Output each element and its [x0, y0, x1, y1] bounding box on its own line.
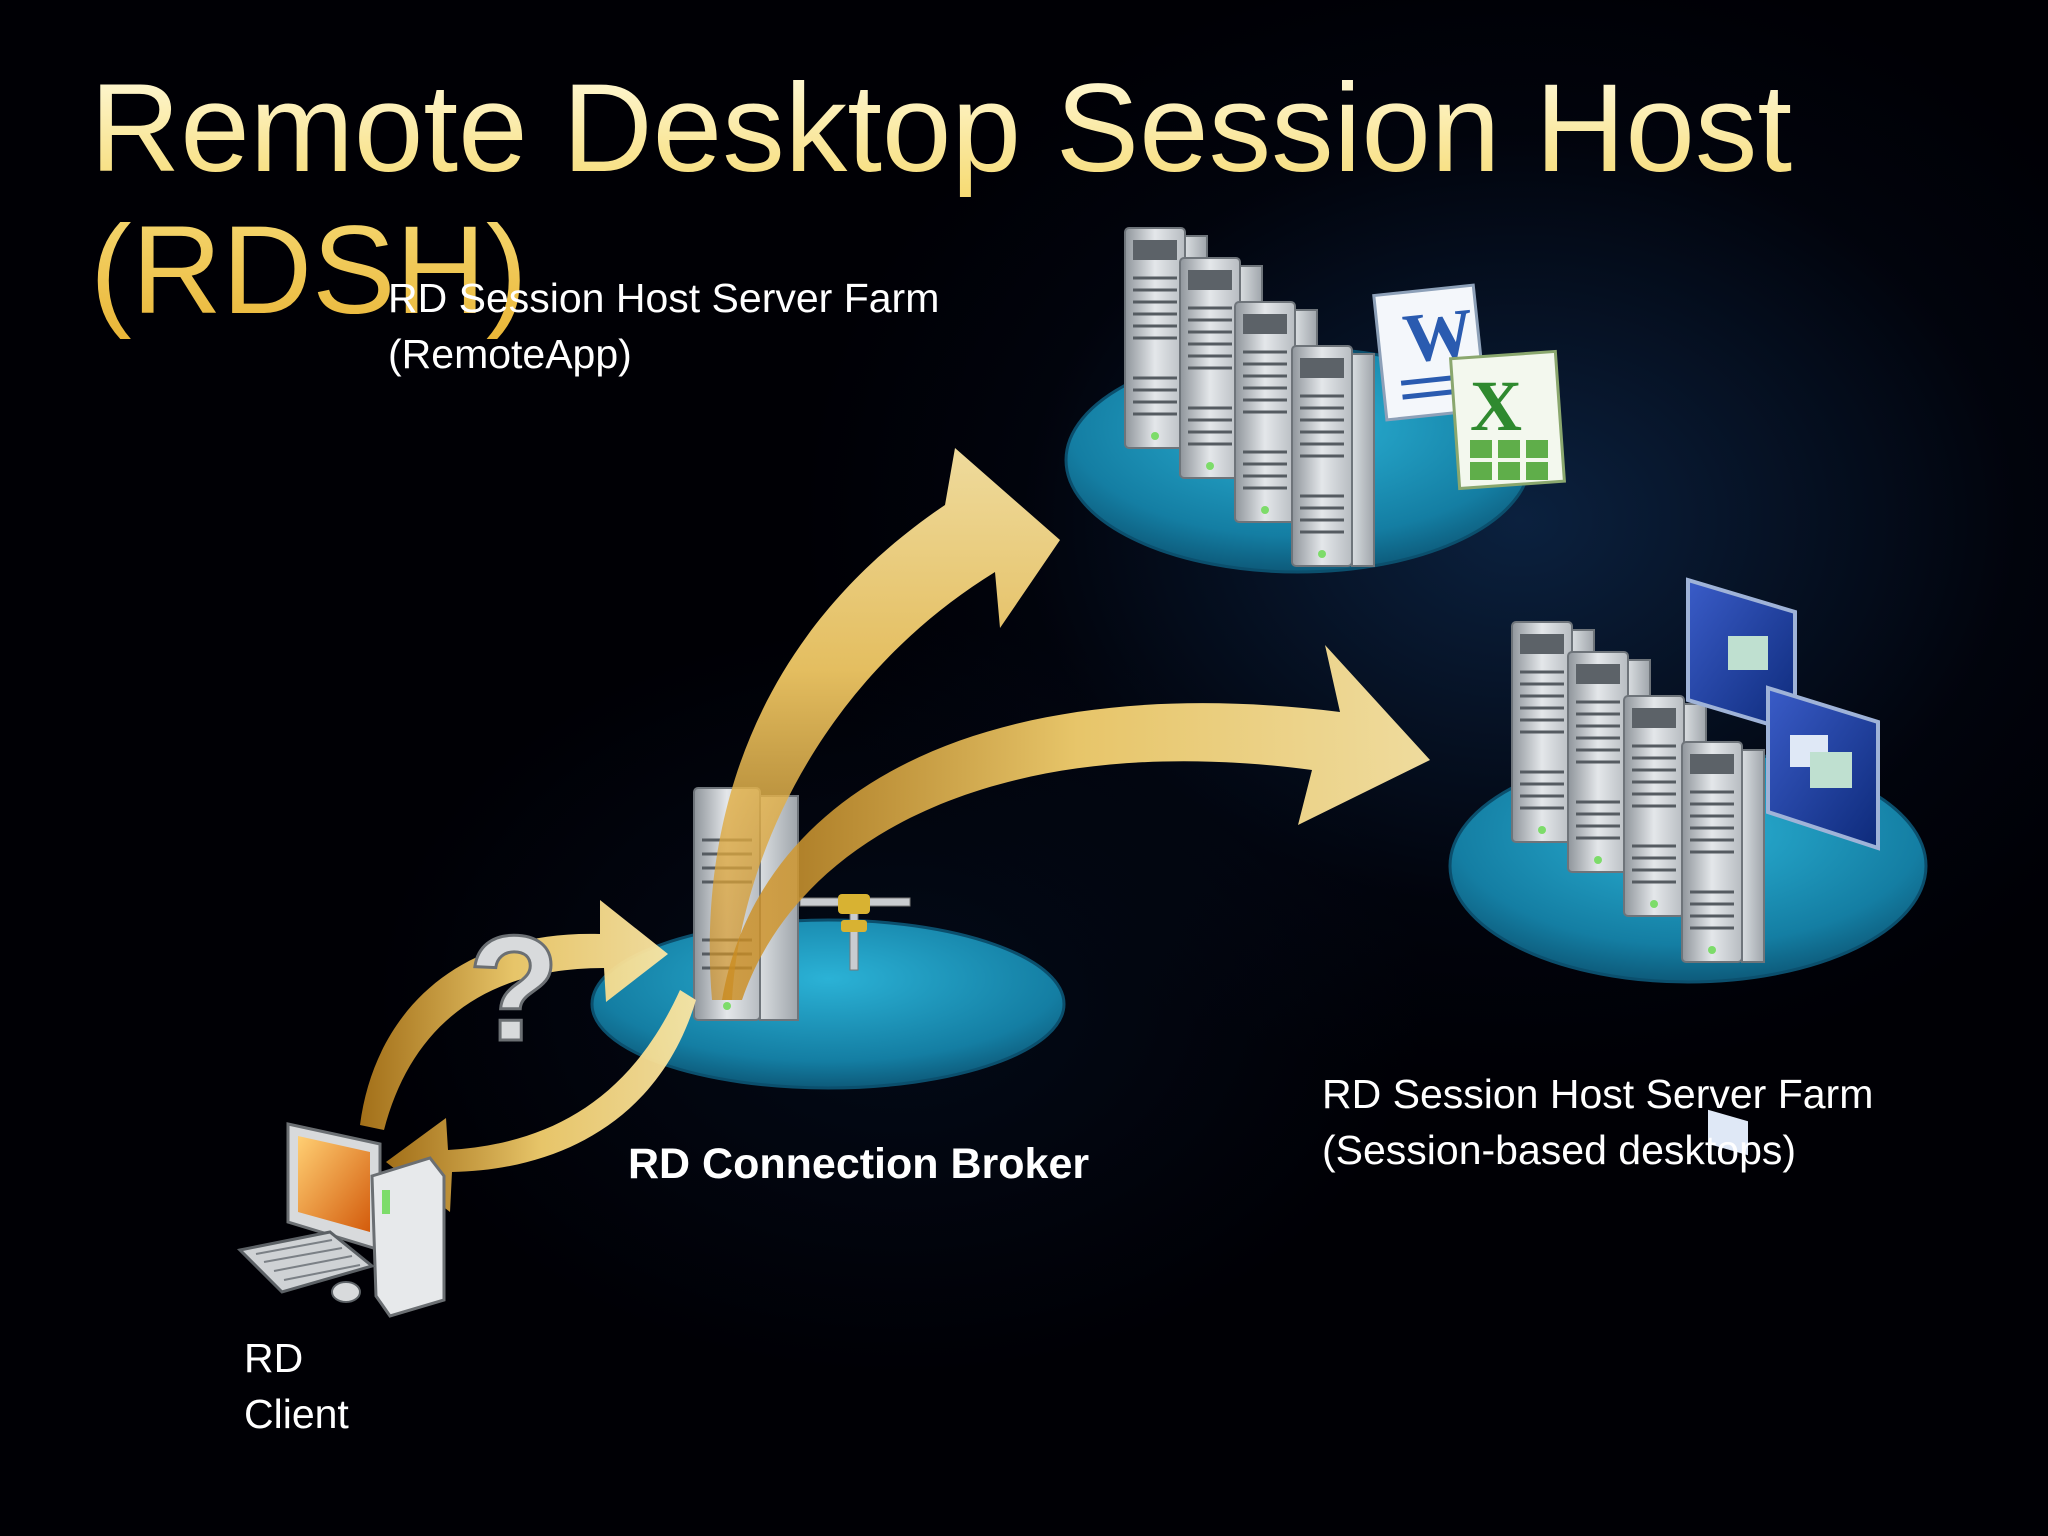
remoteapp-farm-label-line2: (RemoteApp)	[388, 331, 632, 377]
arrow-broker-to-remoteapp-farm	[709, 448, 1060, 1000]
valve-icon	[799, 894, 911, 971]
excel-spreadsheet-icon: X	[1448, 349, 1567, 491]
client-label: RD Client	[244, 1330, 349, 1442]
remoteapp-farm-label-line1: RD Session Host Server Farm	[388, 275, 940, 321]
connection-broker-label-text: RD Connection Broker	[628, 1140, 1090, 1188]
svg-text:?: ?	[468, 904, 560, 1072]
desktop-farm-label-line1: RD Session Host Server Farm	[1322, 1071, 1874, 1117]
svg-text:X: X	[1470, 366, 1522, 446]
client-label-line1: RD	[244, 1335, 304, 1381]
desktop-computer-icon	[236, 1122, 446, 1318]
client-label-line2: Client	[244, 1391, 349, 1437]
connection-broker-label: RD Connection Broker	[628, 1136, 1089, 1192]
desktop-window-icon	[1686, 577, 1880, 1156]
desktop-farm-label: RD Session Host Server Farm (Session-bas…	[1322, 1066, 1873, 1178]
desktop-farm-label-line2: (Session-based desktops)	[1322, 1127, 1797, 1173]
remoteapp-farm-label: RD Session Host Server Farm (RemoteApp)	[388, 270, 939, 382]
arrow-broker-to-client	[386, 990, 696, 1212]
question-mark-icon: ?	[467, 903, 562, 1074]
arrow-broker-to-desktop-farm	[722, 645, 1430, 1000]
arrow-client-to-broker	[360, 900, 668, 1130]
slide-title: Remote Desktop Session Host (RDSH)	[90, 58, 1970, 342]
